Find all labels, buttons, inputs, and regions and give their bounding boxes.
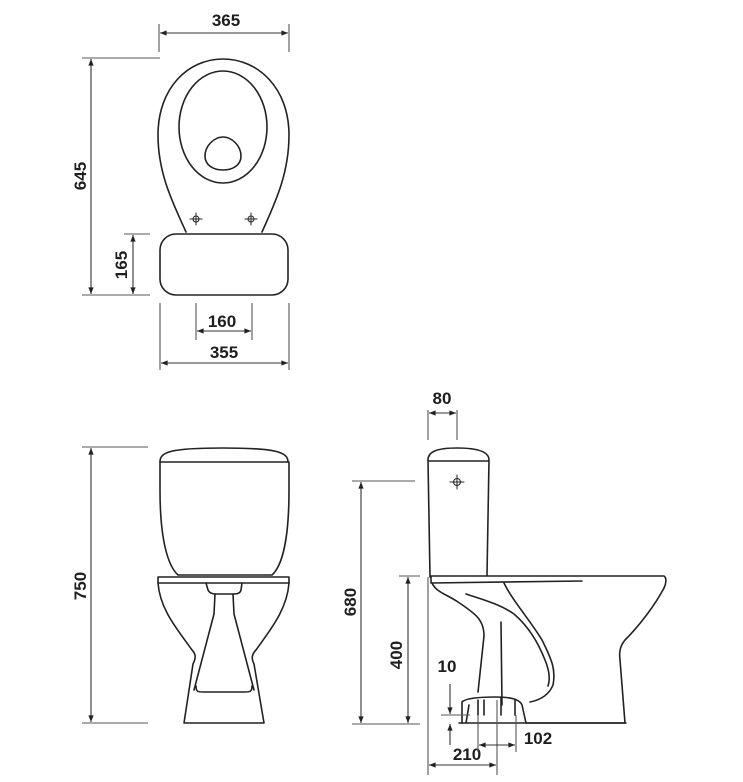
dim-label-102: 102 [524, 729, 552, 748]
water-outlet [204, 136, 242, 171]
bowl-side [525, 587, 665, 724]
front-view: 750 [71, 446, 290, 724]
seat [157, 576, 290, 584]
outlet-spigot [461, 696, 527, 724]
bowl-inner-rim [178, 70, 268, 184]
dim-label-400: 400 [387, 641, 406, 669]
dim-label-160: 160 [208, 312, 236, 331]
fixing-point-icon [189, 212, 203, 226]
seat-side [430, 575, 667, 589]
foot-detail [195, 685, 253, 693]
fixing-point-icon [244, 212, 258, 226]
dim-label-10: 10 [438, 657, 457, 676]
dim-label-750: 750 [71, 572, 90, 600]
cistern-side [427, 447, 490, 578]
dim-label-210: 210 [453, 745, 481, 764]
dim-label-365: 365 [212, 11, 240, 30]
top-view: 365 645 165 160 355 [71, 11, 290, 370]
dim-label-165: 165 [112, 251, 131, 279]
dim-label-80: 80 [433, 389, 452, 408]
dim-label-355: 355 [210, 343, 238, 362]
bowl-outline [157, 58, 290, 233]
trap-neck [205, 582, 243, 595]
cistern-lid [159, 447, 289, 463]
trap-inner [503, 582, 555, 703]
cistern-body [159, 461, 290, 576]
dim-label-645: 645 [71, 162, 90, 190]
bowl-front [157, 582, 290, 724]
cistern-plan [159, 233, 289, 296]
dim-label-680: 680 [341, 588, 360, 616]
fixing-point-icon [449, 474, 465, 490]
side-view: 80 680 400 10 210 102 [341, 389, 667, 775]
